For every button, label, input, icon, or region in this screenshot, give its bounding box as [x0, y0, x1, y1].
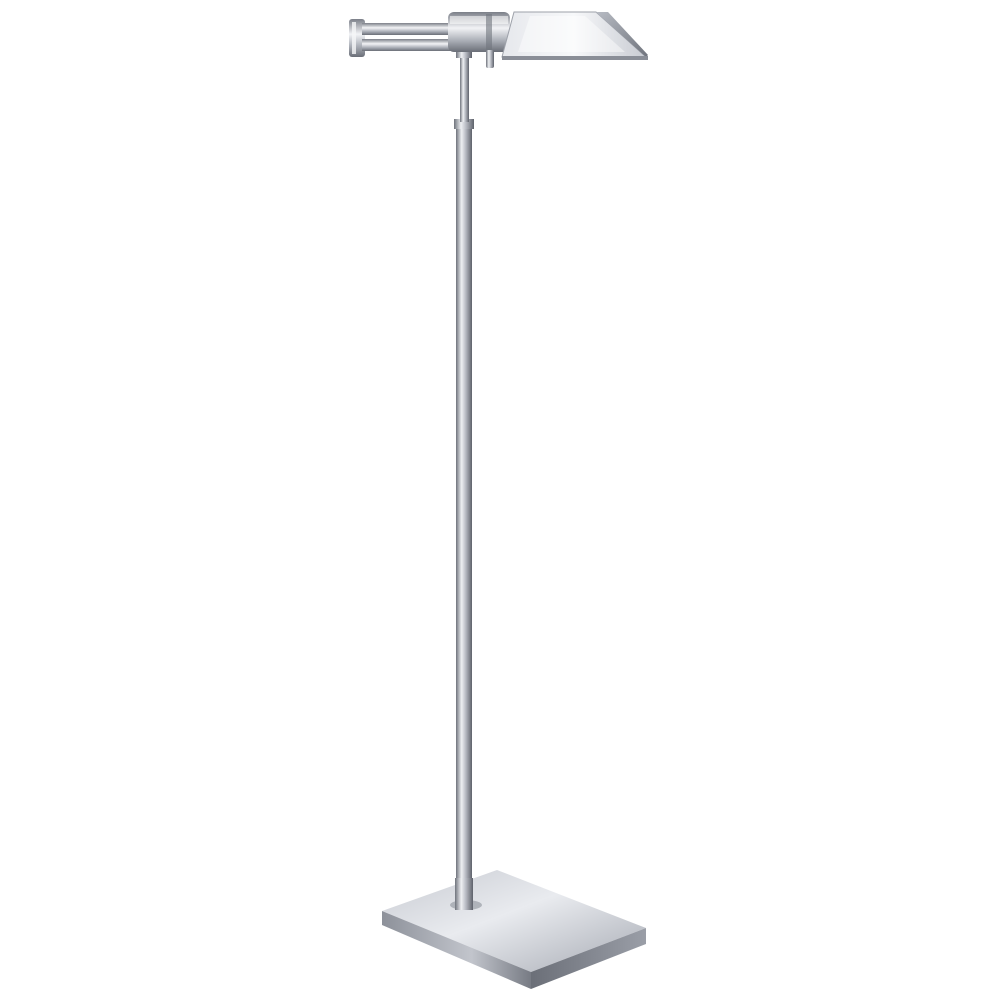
swing-arm: [349, 12, 510, 68]
lamp-pole: [454, 56, 474, 910]
lamp-base: [382, 870, 646, 989]
lamp-shade: [501, 11, 648, 60]
